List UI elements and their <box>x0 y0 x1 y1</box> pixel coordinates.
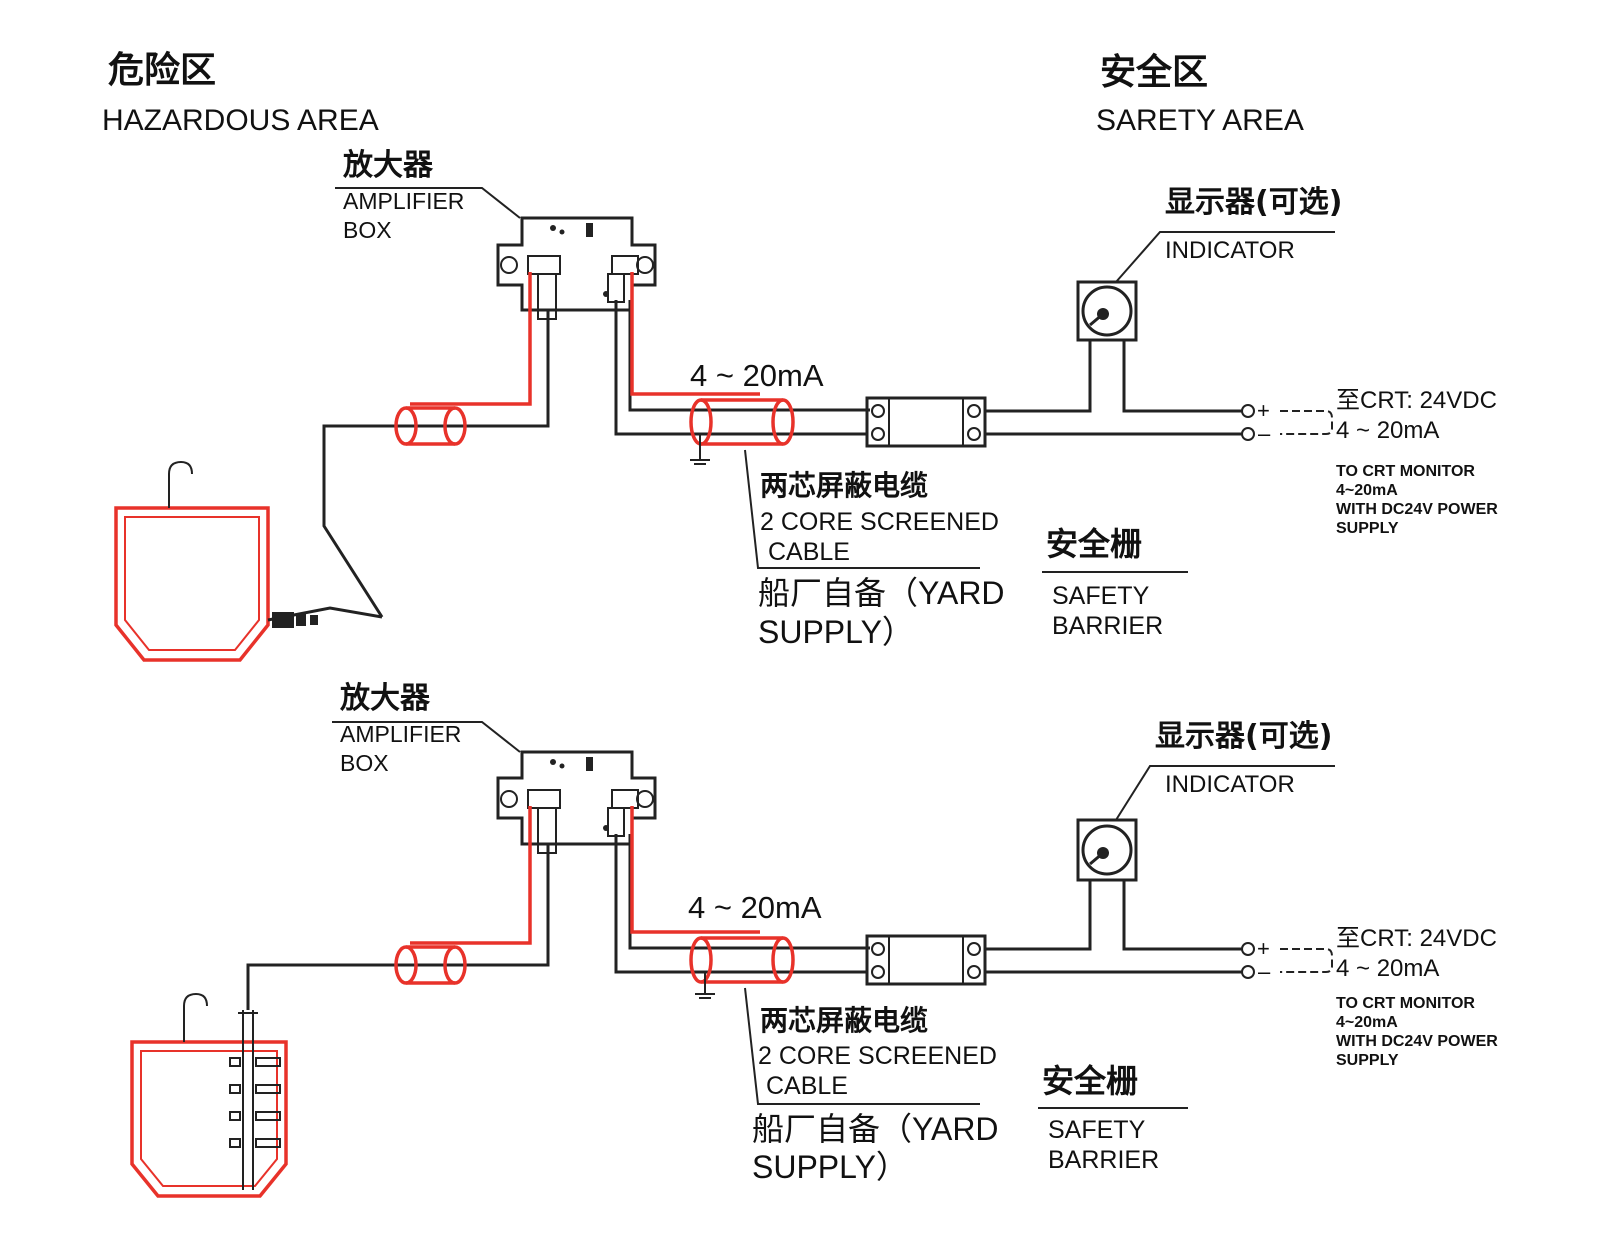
safe-area-title-en: SARETY AREA <box>1096 104 1304 137</box>
terminal-minus-icon <box>1241 965 1255 979</box>
hazardous-area-title-zh: 危险区 <box>108 50 216 91</box>
amplifier-label-en-line2: BOX <box>343 217 392 243</box>
terminal-minus-label: – <box>1258 421 1271 446</box>
tank-vent-hook-icon <box>168 460 193 508</box>
panel-lower: 放大器 AMPLIFIER BOX <box>130 681 1498 1198</box>
amplifier-label-en-line1: AMPLIFIER <box>343 188 464 214</box>
barrier-label-en-line2: BARRIER <box>1052 612 1163 640</box>
yard-supply-line1: 船厂自备（YARD <box>758 575 1005 611</box>
indicator-label-zh: 显示器(可选) <box>1165 185 1342 220</box>
indicator-gauge-icon <box>1076 280 1138 342</box>
cable-label-en-line2: CABLE <box>766 1072 848 1100</box>
sensor-cable <box>246 806 550 1010</box>
terminal-plus-label: + <box>1257 936 1270 961</box>
signal-cable <box>614 806 870 999</box>
monitor-note-line4: SUPPLY <box>1336 1052 1399 1069</box>
yard-supply-line2: SUPPLY） <box>752 1149 908 1185</box>
terminal-plus-icon <box>1241 942 1255 956</box>
amplifier-box <box>496 216 657 320</box>
terminal-plus-label: + <box>1257 398 1270 423</box>
monitor-note-line2: 4~20mA <box>1336 482 1398 499</box>
cable-label-en-line2: CABLE <box>768 538 850 566</box>
terminal-minus-icon <box>1241 427 1255 441</box>
monitor-note-line3: WITH DC24V POWER <box>1336 501 1498 518</box>
safe-area-title-zh: 安全区 <box>1100 51 1208 93</box>
safety-barrier <box>865 396 987 448</box>
crt-label-line2: 4 ~ 20mA <box>1336 417 1439 444</box>
sensor-cable <box>267 272 550 628</box>
indicator-leader-line <box>1115 231 1335 283</box>
indicator-label-en: INDICATOR <box>1165 771 1295 798</box>
indicator-label-zh: 显示器(可选) <box>1155 719 1332 754</box>
monitor-note-line3: WITH DC24V POWER <box>1336 1033 1498 1050</box>
monitor-note-line2: 4~20mA <box>1336 1014 1398 1031</box>
panel-upper: 放大器 AMPLIFIER BOX <box>114 148 1498 662</box>
crt-label-line1: 至CRT: 24VDC <box>1336 387 1497 414</box>
signal-cable <box>614 272 870 465</box>
cable-label-en-line1: 2 CORE SCREENED <box>760 508 999 536</box>
barrier-label-zh: 安全栅 <box>1042 1062 1138 1100</box>
cable-label-en-line1: 2 CORE SCREENED <box>758 1042 997 1070</box>
crt-bracket <box>1280 410 1333 435</box>
yard-supply-line2: SUPPLY） <box>758 614 914 650</box>
terminal-plus-icon <box>1241 404 1255 418</box>
amplifier-label-en-line1: AMPLIFIER <box>340 721 461 747</box>
sensor-tank <box>114 460 270 662</box>
signal-label: 4 ~ 20mA <box>690 358 824 393</box>
cable-leader-line <box>744 449 980 569</box>
crt-label-line1: 至CRT: 24VDC <box>1336 925 1497 952</box>
cable-leader-line <box>744 987 980 1105</box>
crt-bracket <box>1280 948 1333 973</box>
yard-supply-line1: 船厂自备（YARD <box>752 1111 999 1147</box>
indicator-label-en: INDICATOR <box>1165 237 1295 264</box>
ground-symbol-icon <box>690 434 710 465</box>
signal-label: 4 ~ 20mA <box>688 890 822 925</box>
amplifier-label-zh: 放大器 <box>339 681 431 716</box>
barrier-label-zh: 安全栅 <box>1046 525 1142 563</box>
amplifier-label-en-line2: BOX <box>340 750 389 776</box>
safety-barrier <box>865 934 987 986</box>
cable-label-zh: 两芯屏蔽电缆 <box>760 469 928 502</box>
tank-vent-hook-icon <box>183 992 208 1042</box>
barrier-label-en-line1: SAFETY <box>1048 1116 1146 1144</box>
indicator-leader-line <box>1115 765 1335 821</box>
barrier-label-en-line2: BARRIER <box>1048 1146 1159 1174</box>
monitor-note-line1: TO CRT MONITOR <box>1336 995 1475 1012</box>
ground-symbol-icon <box>695 972 715 999</box>
amplifier-leader-line <box>332 721 521 753</box>
amplifier-leader-line <box>335 187 521 219</box>
terminal-minus-label: – <box>1258 959 1271 984</box>
sensor-tank <box>130 992 288 1198</box>
indicator-gauge-icon <box>1076 818 1138 882</box>
monitor-note-line1: TO CRT MONITOR <box>1336 463 1475 480</box>
level-probe-icon <box>242 1010 254 1190</box>
crt-label-line2: 4 ~ 20mA <box>1336 955 1439 982</box>
amplifier-label-zh: 放大器 <box>342 148 434 183</box>
hazardous-area-title-en: HAZARDOUS AREA <box>102 104 379 137</box>
cable-label-zh: 两芯屏蔽电缆 <box>760 1004 928 1037</box>
monitor-note-line4: SUPPLY <box>1336 520 1399 537</box>
barrier-label-en-line1: SAFETY <box>1052 582 1150 610</box>
